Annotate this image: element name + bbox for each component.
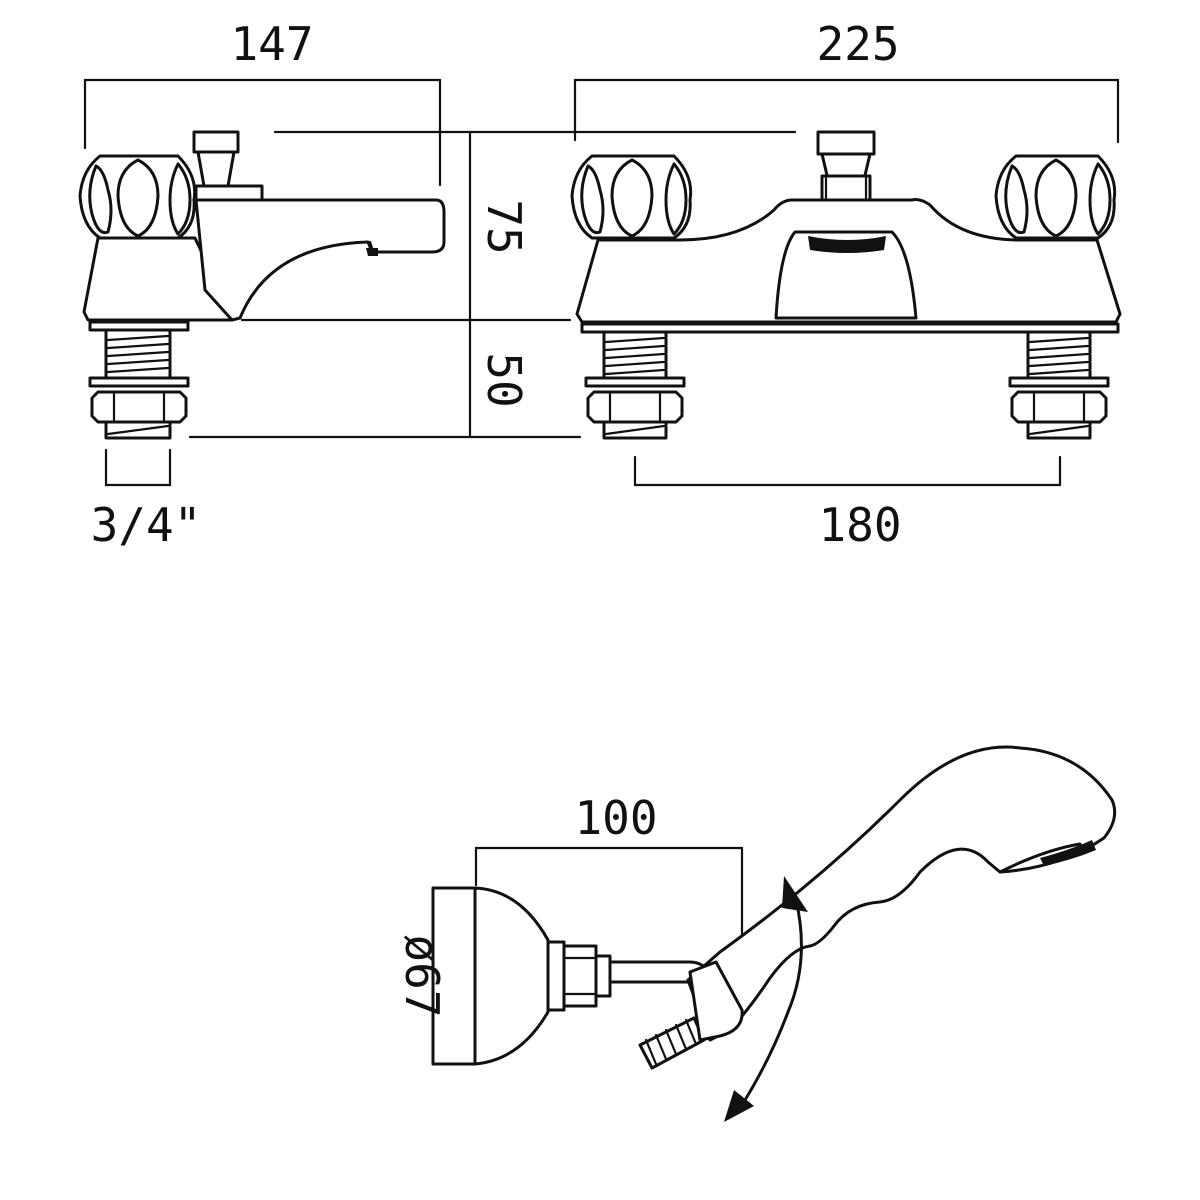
side-backnut-washer: [88, 376, 190, 388]
shower-handset: [686, 745, 1117, 1042]
side-tap-handle: [78, 154, 197, 240]
dimension-50-label: 50: [477, 352, 531, 407]
shower-hose-ribs: [644, 1018, 698, 1066]
dimension-75-label: 75: [477, 199, 531, 254]
bracket-coupling-1: [546, 940, 566, 1012]
dimension-225: 225: [573, 17, 1120, 144]
bracket-coupling-3: [594, 954, 612, 998]
front-view: 225: [570, 17, 1122, 552]
dimension-180-line: [633, 455, 1062, 487]
dimension-connection-line: [104, 448, 172, 487]
handset-assembly: 100 ø67: [395, 745, 1117, 1122]
bracket-holder: [688, 960, 744, 1042]
side-spout: [194, 198, 446, 322]
side-handle-lobe-3: [168, 162, 192, 236]
front-diverter-collar: [820, 174, 872, 202]
front-spout-outlet: [808, 236, 886, 253]
bracket-coupling-2: [562, 944, 598, 1008]
front-diverter-knob: [816, 130, 876, 156]
front-diverter-housing: [774, 230, 918, 320]
dimension-147-label: 147: [230, 17, 313, 71]
dimension-100-line: [474, 846, 744, 942]
dimension-diameter-label: ø67: [395, 934, 449, 1017]
side-diverter-base: [194, 184, 264, 202]
side-handle-lobe-1: [88, 164, 113, 235]
side-diverter-knob: [192, 130, 240, 154]
front-body: [575, 198, 1122, 324]
side-handle-lobe-2: [116, 158, 160, 238]
front-deck-plate: [580, 322, 1120, 334]
side-tail-end-thread: [106, 424, 170, 436]
handset-spray-face: [1040, 840, 1096, 866]
handset-head-face: [998, 842, 1082, 874]
side-backnut: [90, 390, 188, 424]
wall-bracket-plate: [431, 886, 477, 1066]
spout-outlet-mark: [366, 248, 378, 256]
front-left-tail: [584, 330, 686, 440]
wall-bracket-dome: [473, 886, 550, 1066]
swivel-arrow-icon: [724, 876, 808, 1122]
side-tail-thread-lines: [106, 334, 170, 374]
dimension-225-label: 225: [816, 17, 899, 71]
dimension-180-label: 180: [818, 498, 901, 552]
side-view: 147 75 50: [78, 17, 797, 552]
side-diverter-stem: [196, 150, 236, 188]
dimension-100-label: 100: [574, 791, 657, 845]
dimension-connection-label: 3/4": [91, 498, 202, 552]
front-right-tail: [1008, 330, 1110, 440]
